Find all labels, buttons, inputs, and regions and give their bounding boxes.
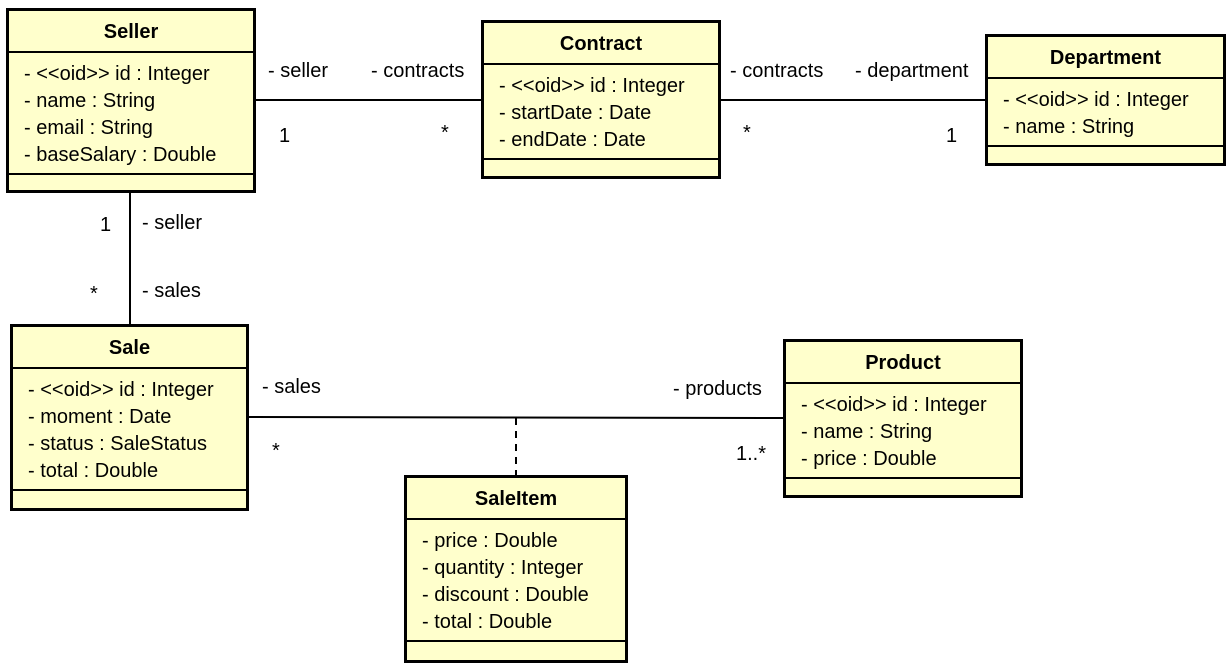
attribute-list: - price : Double - quantity : Integer - … <box>407 520 625 642</box>
class-name: Department <box>988 37 1223 79</box>
attribute: - price : Double <box>801 448 937 470</box>
attribute: - name : String <box>24 90 156 112</box>
role-label: - department <box>855 60 969 82</box>
attribute: - total : Double <box>28 460 159 482</box>
multiplicity-label: * <box>272 440 280 462</box>
attribute-list: - <<oid>> id : Integer - name : String <box>988 79 1223 147</box>
class-name: SaleItem <box>407 478 625 520</box>
attribute: - baseSalary : Double <box>24 144 217 166</box>
attribute: - <<oid>> id : Integer <box>801 394 987 416</box>
attribute: - price : Double <box>422 530 558 552</box>
class-contract[interactable]: Contract - <<oid>> id : Integer - startD… <box>481 20 721 179</box>
attribute: - moment : Date <box>28 406 172 428</box>
role-label: - sales <box>262 376 321 398</box>
class-product[interactable]: Product - <<oid>> id : Integer - name : … <box>783 339 1023 498</box>
class-name: Seller <box>9 11 253 53</box>
attribute: - <<oid>> id : Integer <box>1003 89 1189 111</box>
attribute: - email : String <box>24 117 153 139</box>
attribute: - name : String <box>801 421 933 443</box>
class-name: Contract <box>484 23 718 65</box>
attribute: - status : SaleStatus <box>28 433 207 455</box>
attribute-list: - <<oid>> id : Integer - startDate : Dat… <box>484 65 718 160</box>
attribute: - <<oid>> id : Integer <box>499 75 685 97</box>
multiplicity-label: 1..* <box>736 443 767 465</box>
attribute: - discount : Double <box>422 584 589 606</box>
multiplicity-label: * <box>743 122 751 144</box>
role-label: - contracts <box>371 60 465 82</box>
attribute: - total : Double <box>422 611 553 633</box>
multiplicity-label: * <box>441 122 449 144</box>
attribute: - <<oid>> id : Integer <box>28 379 214 401</box>
class-sale[interactable]: Sale - <<oid>> id : Integer - moment : D… <box>10 324 249 511</box>
multiplicity-label: 1 <box>946 125 958 147</box>
attribute: - <<oid>> id : Integer <box>24 63 210 85</box>
multiplicity-label: 1 <box>100 214 112 236</box>
class-saleitem[interactable]: SaleItem - price : Double - quantity : I… <box>404 475 628 663</box>
attribute-list: - <<oid>> id : Integer - name : String -… <box>9 53 253 175</box>
class-department[interactable]: Department - <<oid>> id : Integer - name… <box>985 34 1226 166</box>
class-name: Product <box>786 342 1020 384</box>
multiplicity-label: 1 <box>279 125 291 147</box>
role-label: - products <box>673 378 762 400</box>
role-label: - seller <box>268 60 329 82</box>
attribute: - quantity : Integer <box>422 557 584 579</box>
attribute-list: - <<oid>> id : Integer - name : String -… <box>786 384 1020 479</box>
attribute: - endDate : Date <box>499 129 646 151</box>
class-name: Sale <box>13 327 246 369</box>
role-label: - contracts <box>730 60 824 82</box>
role-label: - seller <box>142 212 203 234</box>
attribute: - name : String <box>1003 116 1135 138</box>
class-seller[interactable]: Seller - <<oid>> id : Integer - name : S… <box>6 8 256 193</box>
attribute-list: - <<oid>> id : Integer - moment : Date -… <box>13 369 246 491</box>
role-label: - sales <box>142 280 201 302</box>
multiplicity-label: * <box>90 283 98 305</box>
attribute: - startDate : Date <box>499 102 652 124</box>
sale-product-line <box>247 416 785 419</box>
